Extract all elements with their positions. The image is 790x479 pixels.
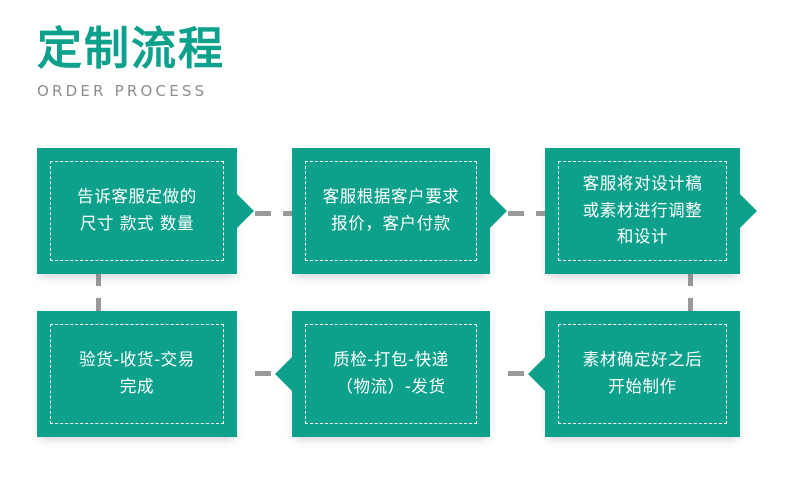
connector-step5-to-step6 [255,371,292,376]
arrow-right-icon-1 [237,194,254,228]
arrow-left-icon-4 [528,357,545,391]
step-box-3-inner: 客服将对设计稿 或素材进行调整 和设计 [558,161,727,261]
step-box-1[interactable]: 告诉客服定做的 尺寸 款式 数量 [37,148,254,274]
step-box-2-label: 客服根据客户要求 报价，客户付款 [322,187,460,233]
step-box-6-label: 验货-收货-交易 完成 [79,350,195,396]
connector-step3-to-step4 [688,272,693,316]
page-title: 定制流程 [37,22,226,75]
step-box-4[interactable]: 素材确定好之后 开始制作 [528,311,740,437]
step-box-3-label: 客服将对设计稿 或素材进行调整 和设计 [582,173,703,247]
arrow-right-icon-2 [490,194,507,228]
page-subtitle: ORDER PROCESS [37,82,208,101]
step-box-5[interactable]: 质检-打包-快递 （物流）-发货 [275,311,490,437]
step-box-5-label: 质检-打包-快递 （物流）-发货 [333,350,449,396]
arrow-left-icon-5 [275,357,292,391]
step-box-2-inner: 客服根据客户要求 报价，客户付款 [305,161,477,261]
step-box-4-label: 素材确定好之后 开始制作 [582,350,703,396]
step-box-6-inner: 验货-收货-交易 完成 [50,324,224,424]
step-box-2[interactable]: 客服根据客户要求 报价，客户付款 [292,148,507,274]
step-box-1-label: 告诉客服定做的 尺寸 款式 数量 [77,187,197,233]
connector-step2-to-step3 [508,211,545,216]
step-box-6[interactable]: 验货-收货-交易 完成 [37,311,237,437]
connector-step6-tail [96,272,101,316]
connector-step4-to-step5 [508,371,545,376]
arrow-right-icon-3 [740,194,757,228]
header: 定制流程 ORDER PROCESS [37,22,457,100]
step-box-4-inner: 素材确定好之后 开始制作 [558,324,727,424]
step-box-5-inner: 质检-打包-快递 （物流）-发货 [305,324,477,424]
connector-step1-to-step2 [255,211,292,216]
step-box-1-inner: 告诉客服定做的 尺寸 款式 数量 [50,161,224,261]
step-box-3[interactable]: 客服将对设计稿 或素材进行调整 和设计 [545,148,757,274]
